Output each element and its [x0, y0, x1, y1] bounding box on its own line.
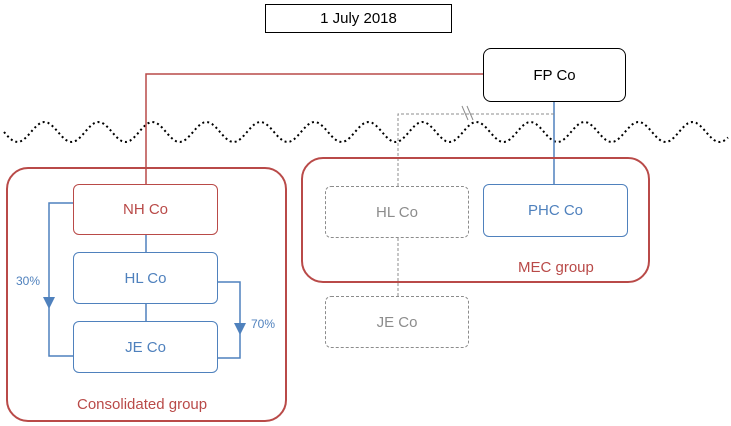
hl-co-former-box: HL Co — [325, 186, 469, 238]
consolidated-group-label: Consolidated group — [77, 396, 208, 413]
nh-co-box: NH Co — [73, 184, 218, 235]
date-label: 1 July 2018 — [265, 4, 452, 33]
percentage-right: 70% — [251, 317, 276, 331]
percentage-left: 30% — [16, 274, 41, 288]
hl-co-box: HL Co — [73, 252, 218, 304]
fp-nh-connector — [145, 73, 483, 184]
cut-mark — [461, 105, 474, 121]
phc-co-box: PHC Co — [483, 184, 628, 237]
border-wave — [3, 120, 729, 144]
arrow-70-return — [218, 329, 241, 359]
arrow-30-return — [48, 303, 73, 357]
fp-co-box: FP Co — [483, 48, 626, 102]
arrow-30 — [43, 202, 73, 309]
mec-group-label: MEC group — [518, 259, 594, 276]
fp-hl-former-connector — [397, 113, 554, 186]
je-co-box: JE Co — [73, 321, 218, 373]
je-co-former-box: JE Co — [325, 296, 469, 348]
arrow-70 — [218, 281, 246, 335]
consolidated-group — [6, 167, 287, 422]
mec-group — [301, 157, 650, 283]
